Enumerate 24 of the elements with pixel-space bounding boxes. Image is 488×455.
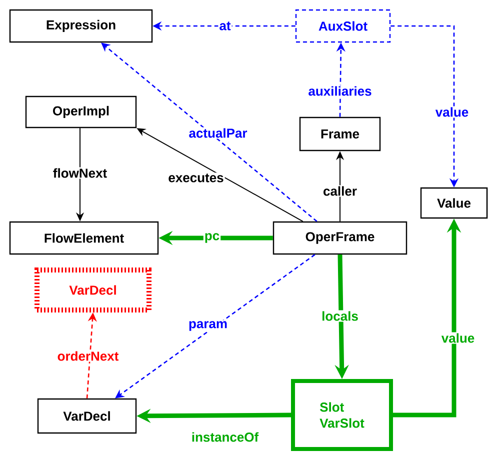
class-box: VarDecl xyxy=(34,268,152,312)
class-box: FlowElement xyxy=(9,221,159,255)
edge-label: pc xyxy=(203,232,221,244)
class-box: AuxSlot xyxy=(295,9,391,43)
class-box: VarDecl xyxy=(37,398,137,434)
edge-label: actualPar xyxy=(188,127,248,139)
class-box: Frame xyxy=(299,116,381,152)
edge-label: value xyxy=(440,332,476,344)
edge-label: param xyxy=(188,320,229,332)
edge-label: caller xyxy=(322,185,358,197)
edge-label: value xyxy=(434,106,470,118)
class-box: Slot VarSlot xyxy=(291,378,393,451)
edge-label: flowNext xyxy=(52,167,108,179)
class-box: Expression xyxy=(9,9,153,43)
class-box: OperImpl xyxy=(25,96,137,128)
edge-label: auxiliaries xyxy=(307,85,373,97)
edge-label: orderNext xyxy=(56,350,120,362)
edge-label: instanceOf xyxy=(190,431,260,443)
class-box: Value xyxy=(420,187,488,219)
arrow xyxy=(101,42,318,222)
edge-label: at xyxy=(218,20,232,32)
edge-label: executes xyxy=(167,172,225,184)
class-box: OperFrame xyxy=(272,221,408,255)
edge-label: locals xyxy=(320,310,360,322)
